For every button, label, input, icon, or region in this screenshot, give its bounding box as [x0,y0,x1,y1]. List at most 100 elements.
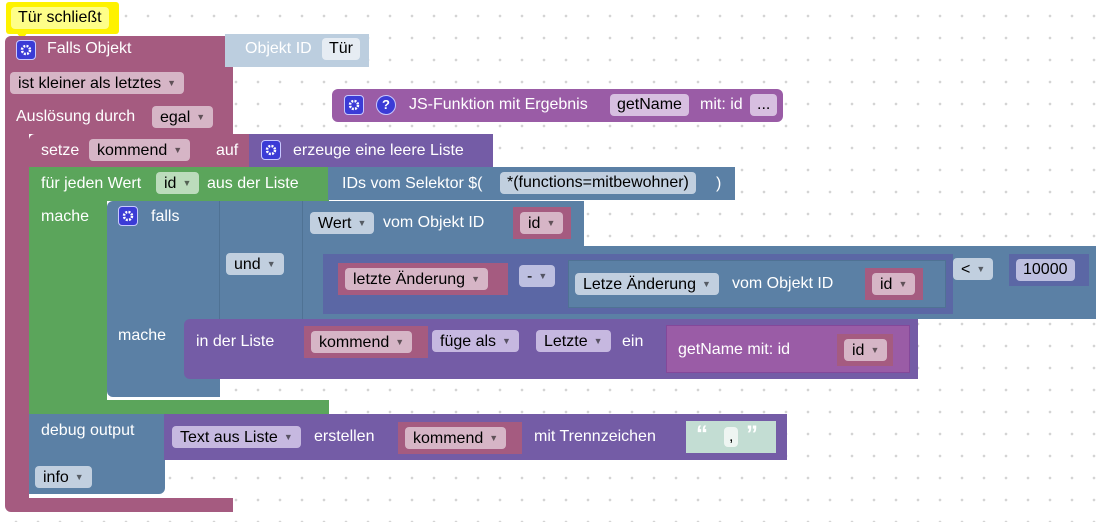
value-prop-dropdown[interactable]: Wert▼ [310,212,375,234]
id-variable-dropdown[interactable]: id▼ [520,212,564,234]
set-to-label: auf [216,142,239,159]
insert-position-dropdown[interactable]: Letzte▼ [536,330,611,352]
quote-close-icon: ” [746,421,758,448]
dropdown-arrow-icon: ▼ [74,472,84,482]
last-change-variable-block[interactable]: letzte Änderung ▼ [338,263,508,295]
for-each-do-label: mache [41,208,90,225]
id-variable-value: id [852,342,865,359]
compare-block[interactable]: letzte Änderung ▼ -▼ Letze Änderung▼ vom … [302,246,1096,319]
dropdown-arrow-icon: ▼ [196,112,206,122]
insert-mode-dropdown[interactable]: füge als ▼ [432,330,519,352]
condition-dropdown[interactable]: ist kleiner als letztes ▼ [10,72,185,94]
join-mode-dropdown[interactable]: Text aus Liste▼ [172,426,301,448]
create-empty-list-label: erzeuge eine leere Liste [293,142,464,159]
last-change-value: letzte Änderung [353,271,466,288]
trigger-type-dropdown[interactable]: egal ▼ [152,106,214,128]
create-empty-list-block[interactable]: erzeuge eine leere Liste [249,134,493,167]
for-each-label: für jeden Wert [41,175,142,192]
selector-field[interactable]: *(functions=mitbewohner) [500,172,696,194]
trigger-block-bottom [5,498,233,512]
dropdown-arrow-icon: ▼ [538,271,548,281]
dropdown-arrow-icon: ▼ [357,218,367,228]
dropdown-arrow-icon: ▼ [701,279,711,289]
separator-text-block[interactable]: “ , ” [686,421,776,453]
selector-close: ) [716,175,722,192]
for-each-variable-value: id [164,175,177,192]
number-block[interactable]: 10000 [1009,254,1089,286]
help-icon[interactable]: ? [376,95,396,115]
comment-bubble[interactable]: Tür schließt [6,2,119,40]
dropdown-arrow-icon: ▼ [167,78,177,88]
value-getter-label: vom Objekt ID [383,214,485,231]
separator-label: mit Trennzeichen [534,428,656,445]
subtract-block[interactable]: letzte Änderung ▼ -▼ Letze Änderung▼ vom … [323,254,953,314]
id-variable-block[interactable]: id▼ [513,207,571,239]
dropdown-arrow-icon: ▼ [898,279,908,289]
selector-label: IDs vom Selektor $( [342,175,483,192]
trigger-block-arm [5,130,29,506]
list-variable-block[interactable]: kommend▼ [398,422,522,454]
settings-gear-icon[interactable] [261,140,281,160]
for-each-from-label: aus der Liste [207,175,299,192]
last-change-prop-dropdown[interactable]: Letze Änderung▼ [575,273,719,295]
dropdown-arrow-icon: ▼ [870,345,880,355]
last-change-getter-block[interactable]: Letze Änderung▼ vom Objekt ID id▼ [568,260,946,308]
if-do-label: mache [118,327,167,344]
dropdown-arrow-icon: ▼ [546,218,556,228]
function-call-block[interactable]: getName mit: id id ▼ [666,325,910,373]
object-id-block[interactable]: Objekt ID Tür [225,34,369,67]
list-variable-dropdown[interactable]: kommend ▼ [311,331,413,353]
last-change-getter-label: vom Objekt ID [732,275,834,292]
insert-suffix: ein [622,333,644,350]
dropdown-arrow-icon: ▼ [593,336,603,346]
for-each-variable-dropdown[interactable]: id▼ [156,172,200,194]
condition-value: ist kleiner als letztes [18,75,162,92]
logic-op-dropdown[interactable]: und▼ [226,253,284,275]
log-level-dropdown[interactable]: info▼ [35,466,92,488]
set-variable-dropdown[interactable]: kommend▼ [89,139,191,161]
list-variable-block[interactable]: kommend ▼ [304,326,428,358]
settings-gear-icon[interactable] [118,206,138,226]
separator-field[interactable]: , [724,427,739,447]
id-variable-dropdown[interactable]: id ▼ [844,339,888,361]
id-variable-block[interactable]: id▼ [865,268,923,300]
dropdown-arrow-icon: ▼ [502,336,511,346]
function-call-label: getName mit: id [678,341,791,358]
comment-text[interactable]: Tür schließt [11,7,109,29]
math-op-dropdown[interactable]: -▼ [519,265,556,287]
object-id-field[interactable]: Tür [322,38,360,60]
value-getter-block[interactable]: Wert▼ vom Objekt ID id▼ [302,201,584,247]
list-insert-block[interactable]: in der Liste kommend▼ füge als▼ Letzte▼ … [184,319,918,379]
id-variable-dropdown[interactable]: id▼ [872,273,916,295]
for-each-arm [29,200,107,405]
join-mode-value: Text aus Liste [180,429,278,446]
set-variable-block[interactable]: setze kommend▼ auf [29,134,249,168]
js-function-block[interactable]: ? JS-Funktion mit Ergebnis getName mit: … [332,89,783,122]
if-label: falls [151,208,180,225]
trigger-title: Falls Objekt [47,40,132,57]
selector-block[interactable]: IDs vom Selektor $( *(functions=mitbewoh… [328,167,735,200]
list-variable-value: kommend [319,334,390,351]
dropdown-arrow-icon: ▼ [173,145,183,155]
js-function-params: mit: id [700,96,743,113]
compare-op-dropdown[interactable]: <▼ [953,258,994,280]
last-change-dropdown[interactable]: letzte Änderung ▼ [345,268,488,290]
list-insert-label: in der Liste [196,333,275,350]
dropdown-arrow-icon: ▼ [395,337,405,347]
js-function-more[interactable]: ... [750,94,778,116]
for-each-bottom [29,400,329,414]
number-field[interactable]: 10000 [1016,259,1075,281]
js-function-name[interactable]: getName [610,94,689,116]
insert-mode-value: füge als [440,333,497,350]
debug-output-block[interactable]: debug output info▼ [29,414,165,494]
join-create-label: erstellen [314,428,375,445]
compare-op-value: < [961,261,971,278]
settings-gear-icon[interactable] [16,40,36,60]
id-variable-block[interactable]: id ▼ [837,334,893,366]
dropdown-arrow-icon: ▼ [266,259,276,269]
dropdown-arrow-icon: ▼ [471,274,480,284]
join-list-block[interactable]: Text aus Liste▼ erstellen kommend▼ mit T… [164,414,787,460]
settings-gear-icon[interactable] [344,95,364,115]
trigger-type-value: egal [160,109,191,126]
list-variable-dropdown[interactable]: kommend▼ [405,427,507,449]
